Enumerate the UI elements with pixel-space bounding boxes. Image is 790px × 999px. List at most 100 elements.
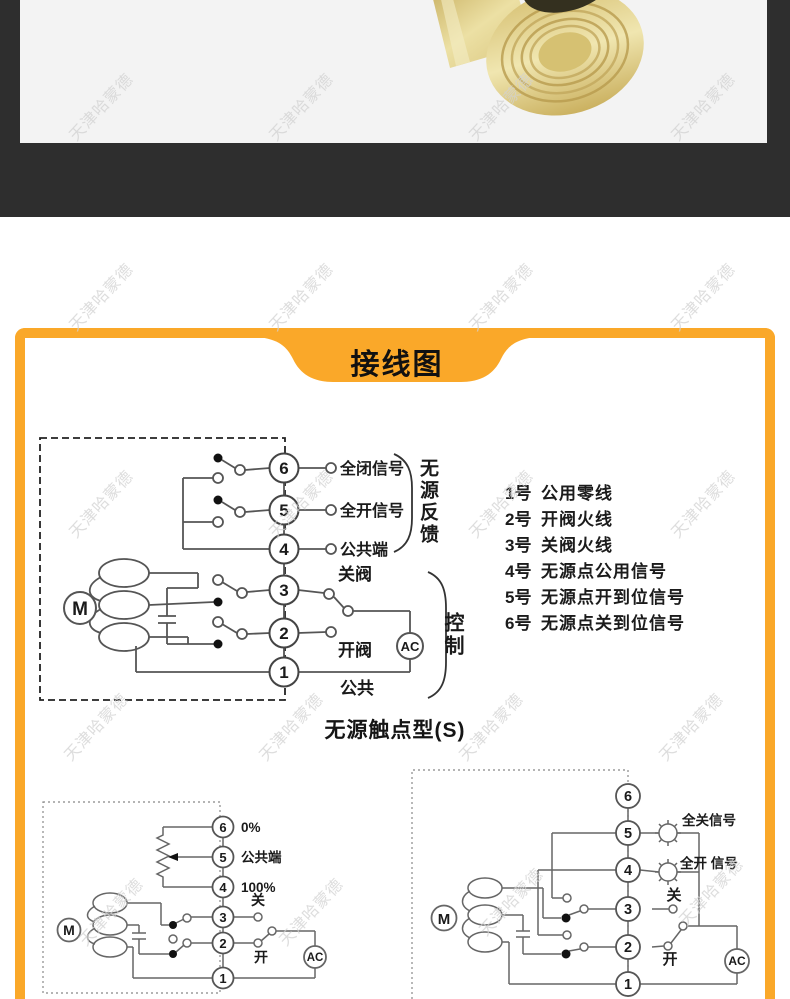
control-brace — [427, 571, 447, 699]
terminal-5: 5 — [615, 820, 641, 846]
svg-text:6: 6 — [279, 459, 288, 478]
svg-text:5: 5 — [624, 826, 632, 842]
legend-num: 1号 — [505, 484, 532, 503]
legend-num: 5号 — [505, 588, 532, 607]
ac-power-symbol: AC — [396, 632, 424, 660]
terminal-1: 1 — [615, 971, 641, 997]
terminal-3: 3 — [615, 896, 641, 922]
motor-winding — [461, 877, 503, 953]
motor-symbol: M — [56, 917, 82, 943]
terminal-4: 4 — [268, 533, 300, 565]
label-full-close-signal: 全关信号 — [681, 812, 736, 828]
legend-num: 2号 — [505, 510, 532, 529]
legend-desc: 公用零线 — [541, 484, 613, 503]
lamp-full-open — [655, 859, 681, 885]
brass-valve-photo — [433, 0, 644, 116]
wiring-card — [15, 328, 775, 999]
legend-item: 1号 公用零线 — [505, 481, 685, 507]
terminal-6: 6 — [211, 815, 235, 839]
ac-power-symbol: AC — [303, 945, 327, 969]
svg-text:1: 1 — [279, 663, 288, 682]
terminal-1: 1 — [211, 966, 235, 990]
svg-text:AC: AC — [401, 639, 420, 654]
label-full-open-signal: 全开信号 — [339, 501, 404, 520]
svg-text:M: M — [438, 911, 451, 928]
valve-neck-highlight — [441, 0, 470, 66]
terminal-2: 2 — [211, 931, 235, 955]
diagram-modulating: 6 5 4 3 2 1 M — [42, 801, 327, 994]
label-close: 关 — [251, 892, 265, 908]
label-common-terminal: 公共端 — [241, 849, 282, 865]
legend-desc: 无源点公用信号 — [541, 562, 667, 581]
legend-item: 3号 关阀火线 — [505, 533, 685, 559]
svg-text:5: 5 — [279, 501, 288, 520]
label-close: 关 — [666, 886, 681, 904]
legend-desc: 无源点开到位信号 — [541, 588, 685, 607]
product-photo-panel — [20, 0, 767, 143]
svg-text:4: 4 — [279, 540, 289, 559]
svg-text:4: 4 — [219, 880, 227, 895]
svg-text:3: 3 — [279, 581, 288, 600]
terminal-6: 6 — [615, 783, 641, 809]
legend-num: 4号 — [505, 562, 532, 581]
switch-contacts — [212, 453, 354, 649]
lamp-full-close — [655, 820, 681, 846]
terminal-block: 6 5 4 3 2 1 — [268, 452, 300, 688]
actuator-enclosure — [42, 801, 221, 994]
svg-text:2: 2 — [219, 936, 226, 951]
valve-threaded-port — [486, 0, 644, 116]
legend-desc: 无源点关到位信号 — [541, 614, 685, 633]
terminal-2: 2 — [268, 617, 300, 649]
svg-text:5: 5 — [219, 850, 226, 865]
diagram-lamp-signal: 6 5 4 3 2 1 M — [411, 769, 750, 999]
legend-desc: 关阀火线 — [541, 536, 613, 555]
svg-text:3: 3 — [624, 902, 632, 918]
feedback-brace — [393, 453, 413, 553]
svg-text:1: 1 — [624, 977, 632, 993]
svg-text:M: M — [63, 922, 75, 938]
svg-text:4: 4 — [624, 863, 632, 879]
svg-text:2: 2 — [624, 940, 632, 956]
terminal-4: 4 — [211, 875, 235, 899]
terminal-3: 3 — [268, 574, 300, 606]
legend-num: 3号 — [505, 536, 532, 555]
ac-power-symbol: AC — [724, 948, 750, 974]
actuator-enclosure — [39, 437, 286, 701]
terminal-block: 6 5 4 3 2 1 — [211, 815, 235, 990]
diagram-caption: 无源触点型(S) — [324, 719, 466, 742]
label-100-percent: 100% — [241, 880, 276, 895]
label-open-valve: 开阀 — [338, 640, 372, 660]
label-common: 公共 — [340, 679, 374, 698]
terminal-legend: 1号 公用零线 2号 开阀火线 3号 关阀火线 4号 无源点公用信号 5号 无源… — [505, 481, 685, 637]
terminal-3: 3 — [211, 905, 235, 929]
label-open: 开 — [662, 951, 677, 968]
legend-item: 4号 无源点公用信号 — [505, 559, 685, 585]
terminal-block: 6 5 4 3 2 1 — [615, 783, 641, 997]
label-open: 开 — [254, 949, 268, 965]
wiring-tab-title: 接线图 — [350, 349, 444, 381]
label-common-terminal: 公共端 — [340, 540, 388, 559]
label-0-percent: 0% — [241, 820, 261, 835]
switch-contacts — [168, 912, 277, 958]
legend-num: 6号 — [505, 614, 532, 633]
label-close-valve: 关阀 — [338, 564, 372, 584]
svg-text:2: 2 — [279, 624, 288, 643]
motor-symbol: M — [63, 591, 97, 625]
svg-text:6: 6 — [624, 789, 632, 805]
svg-text:6: 6 — [219, 820, 226, 835]
actuator-enclosure — [411, 769, 629, 999]
terminal-2: 2 — [615, 934, 641, 960]
terminal-6: 6 — [268, 452, 300, 484]
svg-text:AC: AC — [307, 952, 324, 964]
feedback-group-label: 无源反馈 — [417, 458, 438, 546]
legend-desc: 开阀火线 — [541, 510, 613, 529]
label-full-close-signal: 全闭信号 — [339, 459, 404, 478]
svg-text:3: 3 — [219, 910, 226, 925]
svg-text:AC: AC — [728, 954, 746, 968]
motor-winding — [88, 558, 150, 652]
legend-item: 5号 无源点开到位信号 — [505, 585, 685, 611]
potentiometer — [155, 826, 212, 888]
legend-item: 6号 无源点关到位信号 — [505, 611, 685, 637]
switch-contacts — [561, 893, 688, 959]
